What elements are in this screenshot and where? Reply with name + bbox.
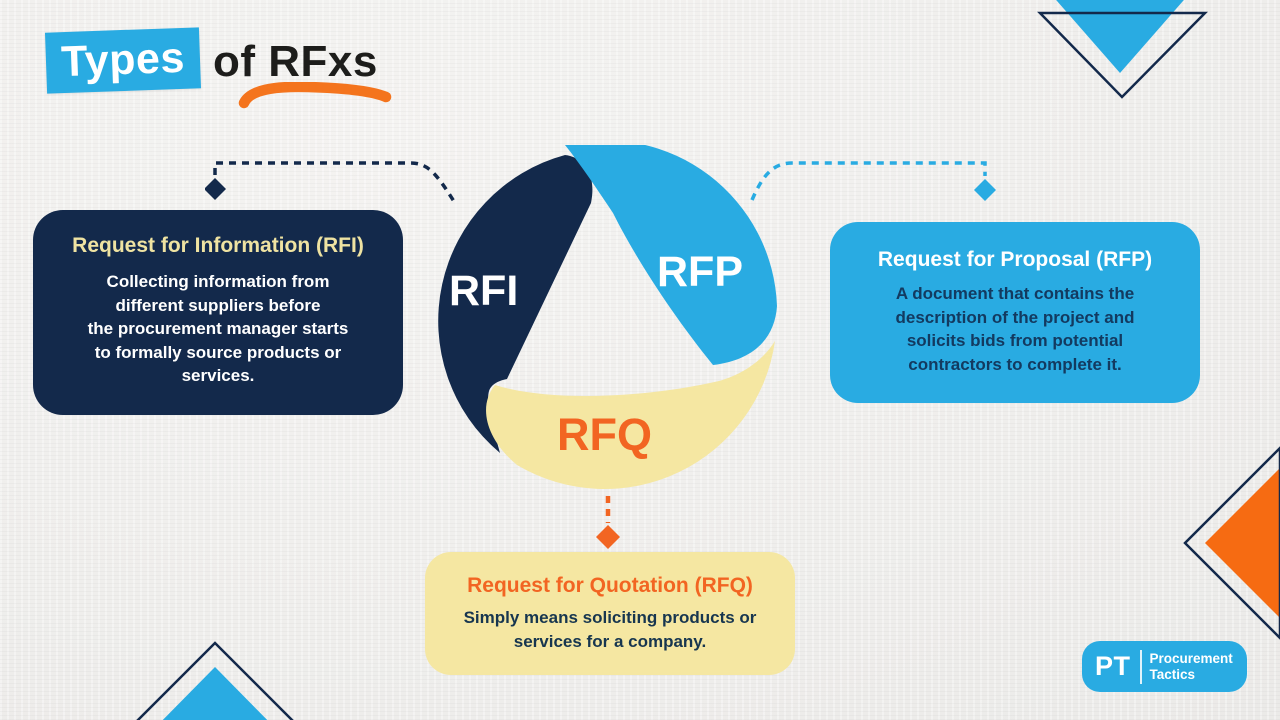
decor-triangles-top-right [1037,0,1208,99]
card-rfp-body-line: contractors to complete it. [908,354,1122,374]
card-rfi-body: Collecting information from different su… [59,270,377,388]
decor-orange-triangle [1205,468,1280,618]
card-rfp: Request for Proposal (RFP) A document th… [830,222,1200,403]
card-rfp-title: Request for Proposal (RFP) [877,248,1153,271]
diamond-marker-icon [205,178,226,200]
diagram-label-rfi: RFI [449,267,518,315]
title-highlight-text: Types [60,33,186,87]
decor-blue-triangle [162,667,268,720]
card-rfi-body-line: the procurement manager starts [87,319,349,338]
card-rfp-body: A document that contains the description… [854,282,1176,376]
procurement-tactics-logo: PT Procurement Tactics [1082,641,1247,692]
card-rfi-body-line: to formally source products or [94,342,342,362]
decor-triangles-bottom-left [136,641,294,720]
diamond-marker-icon [596,525,620,549]
connector-rfi-dashed-line [213,161,457,204]
page-title: Types of RFxs [44,26,466,109]
decor-blue-triangle [1056,0,1184,73]
rfx-cycle-diagram: RFI RFP RFQ [438,145,777,490]
diagram-segment-rfq [486,341,775,490]
logo-name-line1: Procurement [1149,650,1233,666]
decor-navy-outline-triangle [136,641,294,720]
connector-rfi [205,161,457,204]
card-rfi-body-line: Collecting information from [106,272,330,291]
logo-name: Procurement Tactics [1150,651,1233,683]
diagram-segment-rfi [438,155,593,453]
connector-rfq [596,496,620,549]
title-highlight-box: Types [44,27,202,94]
card-rfi-title: Request for Information (RFI) [72,234,364,257]
card-rfp-body-line: solicits bids from potential [906,331,1124,350]
decor-triangles-right [1183,446,1280,640]
card-rfi: Request for Information (RFI) Collecting… [33,210,403,415]
diamond-marker-icon [974,179,996,201]
title-underline-swoosh [238,82,392,109]
card-rfq: Request for Quotation (RFQ) Simply means… [425,552,795,675]
card-rfq-body-line: services for a company. [513,631,707,651]
card-rfi-body-line: different suppliers before [115,295,321,315]
decor-navy-outline-triangle [1183,446,1280,640]
card-rfi-body-line: services. [181,366,255,385]
decor-navy-outline-triangle [1037,11,1208,99]
logo-initials: PT [1095,651,1131,681]
diagram-segment-rfp [565,145,777,365]
title-rest-text: of RFxs [213,37,378,86]
connector-rfp-dashed-line [750,161,987,201]
card-rfq-body: Simply means soliciting products or serv… [445,606,775,653]
card-rfq-title: Request for Quotation (RFQ) [467,574,753,597]
card-rfp-body-line: A document that contains the [895,284,1135,303]
logo-name-line2: Tactics [1149,666,1196,682]
card-rfp-body-line: description of the project and [895,307,1135,327]
diagram-label-rfq: RFQ [557,409,652,460]
logo-divider [1139,649,1142,684]
connector-rfp [750,161,996,201]
diagram-label-rfp: RFP [657,248,743,296]
card-rfq-body-line: Simply means soliciting products or [463,608,757,627]
